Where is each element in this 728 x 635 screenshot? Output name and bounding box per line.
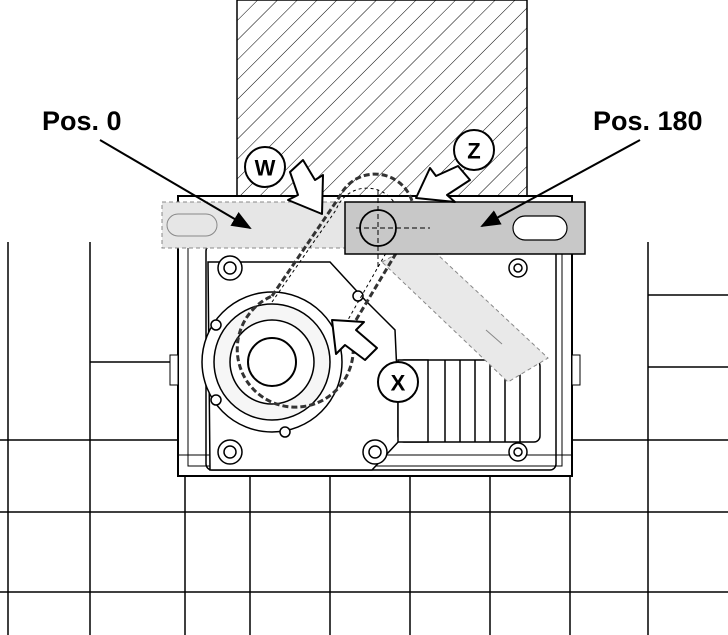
arm-position-180	[344, 190, 586, 268]
callout-z-label: Z	[467, 139, 480, 164]
paving-blocks	[0, 242, 728, 635]
pos-0-label: Pos. 0	[42, 106, 122, 136]
callout-x-label: X	[391, 371, 406, 396]
gearbox	[201, 261, 401, 471]
bolt-heads	[210, 255, 528, 465]
callout-w: W	[244, 146, 286, 188]
callout-arrows	[287, 159, 471, 361]
callout-z: Z	[453, 129, 495, 171]
leader-lines	[99, 139, 641, 230]
pos-180-label: Pos. 180	[593, 106, 703, 136]
callout-w-label: W	[255, 156, 276, 181]
callout-x: X	[377, 361, 419, 403]
